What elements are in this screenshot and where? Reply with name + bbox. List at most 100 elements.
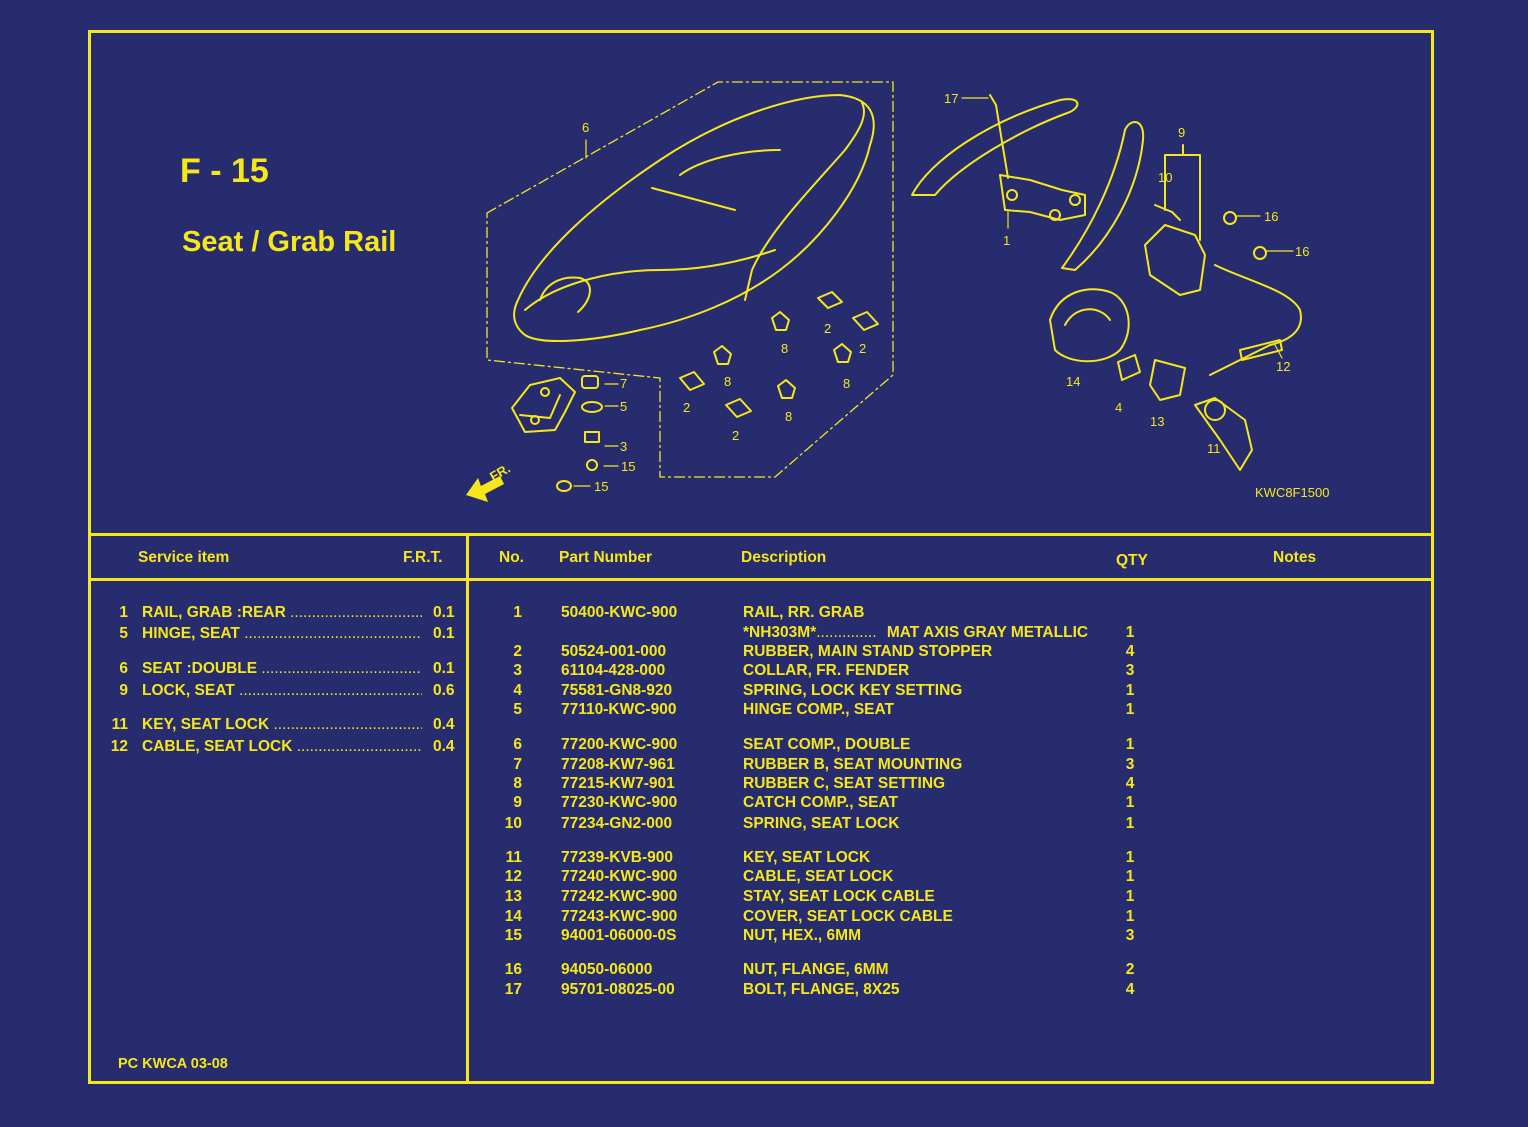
- callout-2d: 2: [732, 428, 739, 443]
- parts-row-no: 7: [513, 756, 522, 773]
- parts-row-part-number: 95701-08025-00: [561, 981, 675, 998]
- callout-15b: 15: [594, 479, 608, 494]
- parts-row-part-number: 77215-KW7-901: [561, 775, 675, 792]
- parts-row-description: RUBBER C, SEAT SETTING: [743, 775, 946, 792]
- color-spec-row: *NH303M*.............. MAT AXIS GRAY MET…: [743, 624, 1089, 641]
- parts-row-part-number: 77230-KWC-900: [561, 794, 678, 811]
- parts-row-no: 11: [505, 849, 522, 866]
- callout-14: 14: [1066, 374, 1080, 389]
- color-spec-qty: 1: [1125, 624, 1135, 641]
- callout-13: 13: [1150, 414, 1164, 429]
- service-row-frt: 0.4: [433, 738, 455, 755]
- service-row-num: 12: [110, 738, 128, 755]
- parts-row-part-number: 94050-06000: [561, 961, 653, 978]
- parts-row-part-number: 61104-428-000: [561, 662, 666, 679]
- parts-row-qty: 4: [1125, 775, 1135, 792]
- parts-row-description: NUT, HEX., 6MM: [743, 927, 861, 944]
- front-arrow-icon: FR.: [466, 461, 513, 502]
- parts-row-qty: 1: [1125, 868, 1135, 885]
- parts-row: 12 77240-KWC-900 CABLE, SEAT LOCK 1: [470, 868, 1370, 888]
- parts-row-qty: 4: [1125, 643, 1135, 660]
- service-row-num: 6: [119, 660, 128, 677]
- service-row-name: SEAT :DOUBLE: [142, 660, 422, 678]
- lock-cover-drawing: [1049, 288, 1253, 471]
- divider-table-header: [88, 578, 1434, 581]
- parts-row-description: HINGE COMP., SEAT: [743, 701, 895, 718]
- rubber-pieces-drawing: [679, 291, 879, 418]
- seat-catch-drawing: [1144, 144, 1267, 296]
- parts-row-no: 10: [504, 815, 522, 832]
- parts-row-no: 5: [513, 701, 522, 718]
- service-row-num: 9: [119, 682, 128, 699]
- callout-16a: 16: [1264, 209, 1278, 224]
- col-header-qty: QTY: [1116, 552, 1148, 569]
- col-header-service-item: Service item: [138, 549, 230, 566]
- callout-2a: 2: [824, 321, 831, 336]
- parts-row-no: 16: [504, 961, 522, 978]
- parts-row-no: 15: [504, 927, 522, 944]
- color-desc: MAT AXIS GRAY METALLIC: [886, 624, 1089, 641]
- col-header-part-number: Part Number: [559, 549, 653, 566]
- parts-row-no: 2: [513, 643, 522, 660]
- callout-10: 10: [1158, 170, 1172, 185]
- parts-row-no: 3: [513, 662, 522, 679]
- service-row-frt: 0.4: [433, 716, 455, 733]
- parts-row-no: 1: [513, 604, 522, 621]
- service-row-num: 11: [111, 716, 128, 733]
- divider-diagram-table: [88, 533, 1434, 536]
- parts-row-no: 12: [504, 868, 522, 885]
- col-header-description: Description: [741, 549, 827, 566]
- callout-8c: 8: [843, 376, 850, 391]
- service-row-name: RAIL, GRAB :REAR: [142, 604, 422, 622]
- drawing-id: KWC8F1500: [1255, 485, 1329, 500]
- parts-row-part-number: 75581-GN8-920: [561, 682, 673, 699]
- col-header-frt: F.R.T.: [403, 549, 443, 566]
- callout-4: 4: [1115, 400, 1122, 415]
- parts-row-no: 17: [504, 981, 522, 998]
- parts-row-description: KEY, SEAT LOCK: [743, 849, 871, 866]
- callout-8b: 8: [724, 374, 731, 389]
- parts-row-no: 6: [513, 736, 522, 753]
- parts-row-qty: 2: [1125, 961, 1135, 978]
- callout-5: 5: [620, 399, 627, 414]
- parts-row-description: CATCH COMP., SEAT: [743, 794, 899, 811]
- grab-rail-drawing: [911, 94, 1145, 271]
- callout-7: 7: [620, 376, 627, 391]
- parts-row-part-number: 50400-KWC-900: [561, 604, 678, 621]
- parts-row-qty: 1: [1125, 736, 1135, 753]
- parts-row-description: CABLE, SEAT LOCK: [743, 868, 894, 885]
- callout-15a: 15: [621, 459, 635, 474]
- parts-row-no: 13: [504, 888, 522, 905]
- page-title: Seat / Grab Rail: [182, 226, 397, 258]
- parts-row-qty: 1: [1125, 888, 1135, 905]
- page-frame: [88, 30, 1434, 1084]
- parts-row-description: SPRING, SEAT LOCK: [743, 815, 900, 832]
- parts-row-description: BOLT, FLANGE, 8X25: [743, 981, 900, 998]
- parts-row-description: SEAT COMP., DOUBLE: [743, 736, 911, 753]
- parts-row-qty: 1: [1125, 682, 1135, 699]
- parts-row-part-number: 77243-KWC-900: [561, 908, 678, 925]
- callout-2c: 2: [683, 400, 690, 415]
- parts-row-part-number: 77240-KWC-900: [561, 868, 678, 885]
- parts-row-description: RUBBER, MAIN STAND STOPPER: [743, 643, 993, 660]
- parts-row-qty: 1: [1125, 701, 1135, 718]
- callout-8d: 8: [785, 409, 792, 424]
- parts-row-part-number: 77242-KWC-900: [561, 888, 678, 905]
- parts-row-qty: 3: [1125, 927, 1135, 944]
- callout-9: 9: [1178, 125, 1185, 140]
